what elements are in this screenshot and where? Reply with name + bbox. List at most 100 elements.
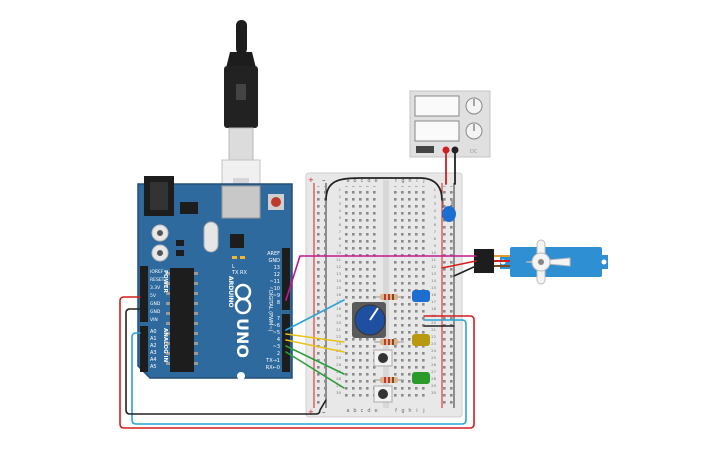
col-letter: b (353, 178, 356, 184)
pin-label-5: ~5 (273, 330, 280, 336)
pin-label-6: ~6 (273, 323, 280, 329)
pin-label-10: ~10 (269, 286, 280, 292)
col-letter: a (346, 178, 349, 184)
wire-red[interactable] (119, 296, 475, 429)
rail-plus-label: + (308, 176, 314, 184)
digital-header-title: DIGITAL (PWM~) (267, 290, 273, 332)
wire-blue[interactable] (285, 299, 345, 331)
pin-label-aref: AREF (267, 251, 280, 257)
wire-yellow[interactable] (285, 339, 345, 353)
arduino-board[interactable]: L TX RX ARDUINO UNO DIGITAL (PWM~) POWER (137, 176, 293, 380)
analog-header-title: ANALOG IN (162, 328, 168, 363)
breadboard-holes-left[interactable] (345, 186, 380, 400)
col-letter: d (367, 178, 370, 184)
wire-black[interactable] (125, 308, 327, 415)
row-number-left: 15 (336, 285, 341, 290)
row-number-left: 19 (336, 313, 341, 318)
col-letter: h (408, 408, 411, 414)
row-number-left: 25 (336, 355, 341, 360)
col-letter: b (353, 408, 356, 414)
pin-label-gnd-3: GND (269, 258, 281, 264)
power-switch[interactable] (416, 146, 434, 153)
row-number-left: 13 (336, 271, 341, 276)
row-number-left: 4 (339, 208, 342, 213)
pin-label-rx0: RX←0 (266, 365, 280, 371)
usb-port[interactable] (221, 185, 261, 219)
servo-motor[interactable] (474, 239, 608, 285)
row-number-left: 11 (336, 257, 341, 262)
col-letter: i (416, 408, 417, 414)
wire-red[interactable] (441, 260, 477, 269)
row-number-left: 2 (339, 194, 342, 199)
pin-label-8: 8 (277, 300, 280, 306)
push-button[interactable] (373, 385, 393, 403)
row-number-right: 28 (431, 376, 436, 381)
led-yellow[interactable] (412, 334, 430, 346)
dc-power-supply[interactable]: DC (409, 90, 491, 158)
row-number-right: 9 (434, 243, 437, 248)
row-number-left: 30 (336, 390, 341, 395)
row-number-right: 2 (434, 194, 437, 199)
row-number-right: 12 (431, 264, 436, 269)
capacitor-blue[interactable] (442, 200, 456, 222)
row-number-left: 12 (336, 264, 341, 269)
digital-header-bottom[interactable] (282, 314, 290, 372)
rail-minus-label-bottom: – (322, 408, 326, 416)
row-number-right: 21 (431, 327, 436, 332)
pin-label-3: ~3 (273, 344, 280, 350)
pin-label-reset: RESET (150, 277, 165, 283)
pin-label-5v: 5V (150, 293, 157, 299)
row-number-left: 9 (339, 243, 342, 248)
col-letter: g (401, 178, 404, 184)
row-number-right: 4 (434, 208, 437, 213)
wire-green[interactable] (285, 345, 345, 375)
resistor[interactable] (374, 294, 404, 300)
row-number-right: 3 (434, 201, 437, 206)
row-number-left: 6 (339, 222, 342, 227)
row-number-right: 13 (431, 271, 436, 276)
col-letter: j (422, 178, 424, 184)
pin-label-a4: A4 (150, 357, 157, 363)
rail-minus-label: – (322, 176, 326, 184)
servo-connector[interactable] (474, 249, 494, 273)
row-number-left: 14 (336, 278, 341, 283)
row-number-right: 29 (431, 383, 436, 388)
wire-blue[interactable] (131, 319, 467, 425)
row-number-left: 26 (336, 362, 341, 367)
wire-yellow[interactable] (285, 333, 345, 343)
resistor[interactable] (374, 377, 404, 383)
led-label-tx: TX (231, 270, 239, 276)
wire-magenta[interactable] (285, 255, 477, 301)
pin-label-a1: A1 (150, 336, 157, 342)
wire-green[interactable] (285, 351, 345, 389)
row-number-left: 3 (339, 201, 342, 206)
resistor[interactable] (374, 339, 404, 345)
wire-black[interactable] (325, 177, 443, 201)
led-blue[interactable] (412, 290, 430, 302)
col-letter: f (395, 178, 397, 184)
row-number-right: 24 (431, 348, 436, 353)
row-number-left: 18 (336, 306, 341, 311)
row-number-left: 22 (336, 334, 341, 339)
led-label-l: L (232, 264, 235, 270)
row-number-right: 30 (431, 390, 436, 395)
pin-label-12: 12 (274, 272, 280, 278)
board-model: UNO (233, 318, 252, 358)
pin-label-4: 4 (277, 337, 280, 343)
rail-plus-label-bottom: + (308, 408, 314, 416)
servo-horn[interactable] (525, 239, 571, 285)
potentiometer[interactable] (352, 302, 386, 338)
led-green[interactable] (412, 372, 430, 384)
output-label: DC (470, 149, 478, 155)
wire-black[interactable] (453, 265, 477, 277)
row-number-left: 5 (339, 215, 342, 220)
row-number-right: 20 (431, 320, 436, 325)
row-number-right: 15 (431, 285, 436, 290)
digital-header-top[interactable] (282, 248, 290, 310)
push-button[interactable] (373, 349, 393, 367)
analog-header[interactable] (140, 326, 148, 372)
power-header[interactable] (140, 266, 148, 322)
row-number-right: 22 (431, 334, 436, 339)
row-number-right: 10 (431, 250, 436, 255)
